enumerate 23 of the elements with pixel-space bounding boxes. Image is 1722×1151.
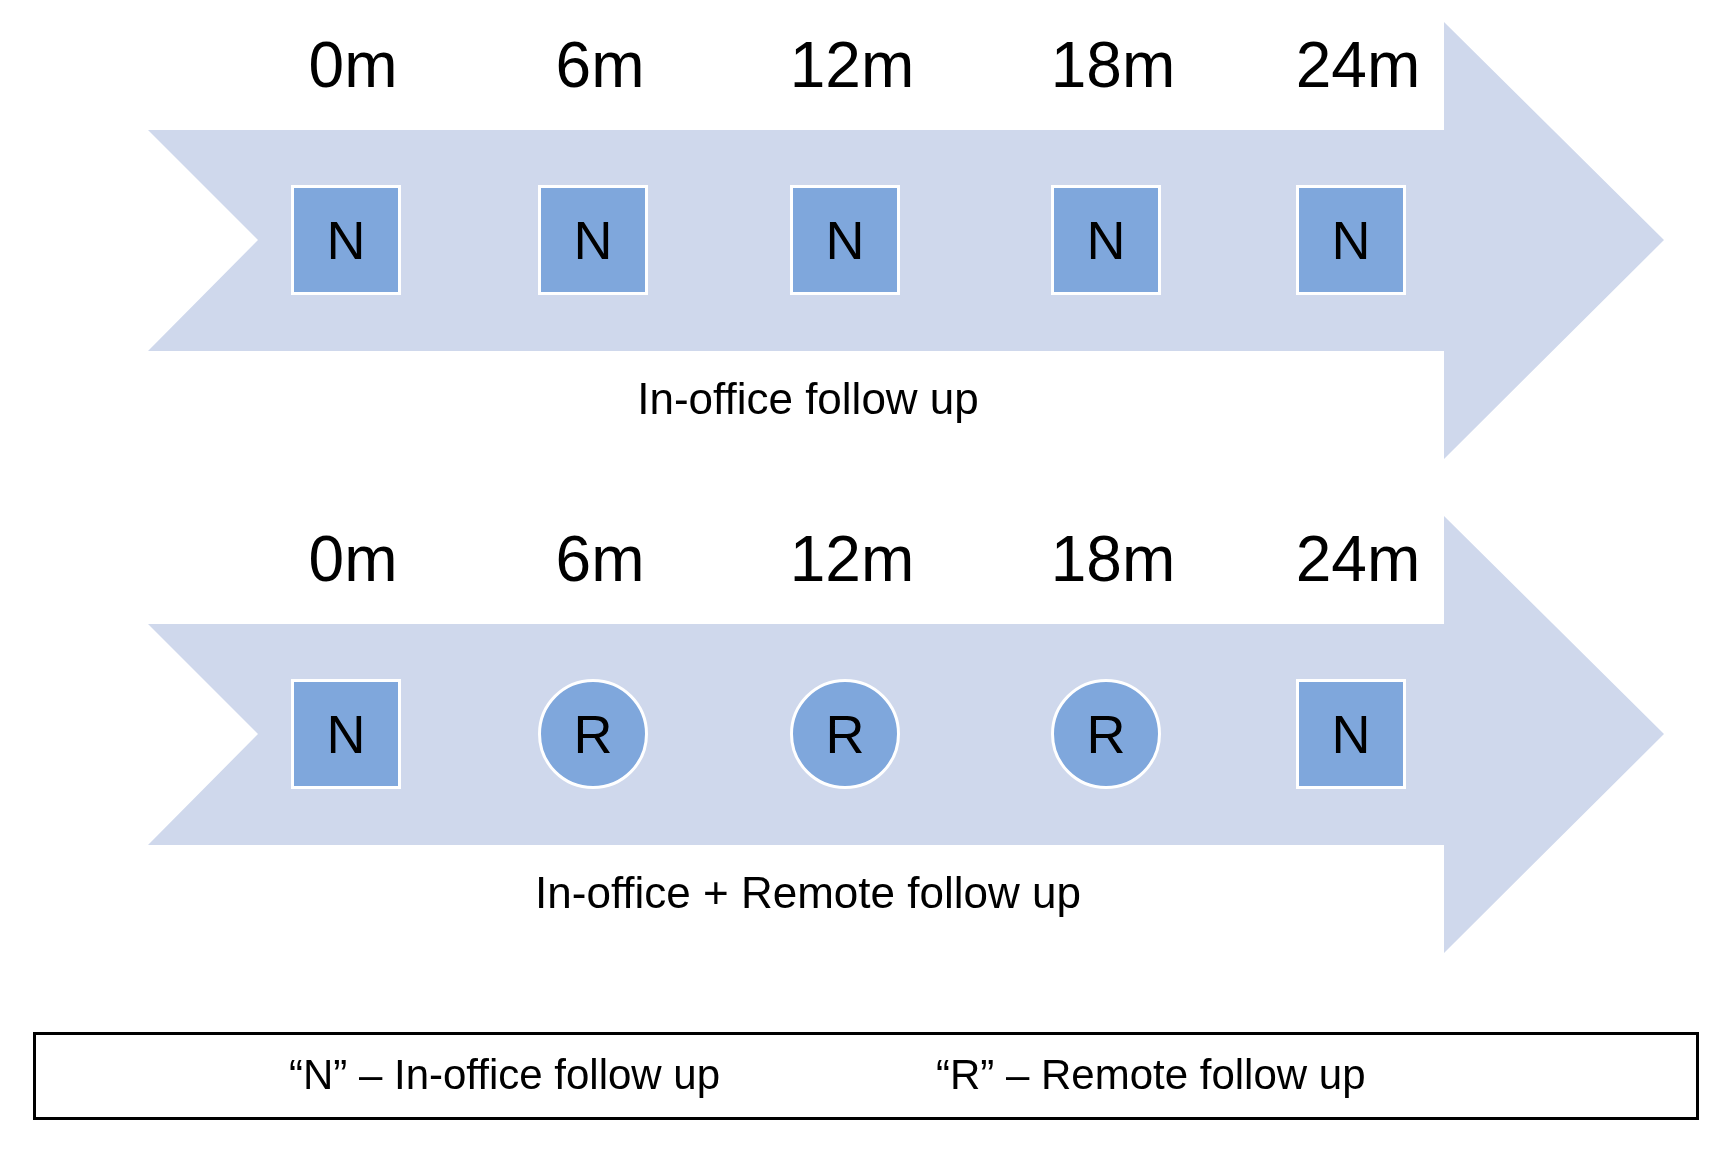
timeline-title: In-office + Remote follow up <box>535 868 1081 918</box>
time-label: 6m <box>555 522 645 596</box>
time-label: 18m <box>1050 522 1176 596</box>
time-label: 0m <box>308 522 398 596</box>
time-label: 24m <box>1295 522 1421 596</box>
timeline-arrow <box>148 22 1664 459</box>
office-visit-square: N <box>1296 185 1406 295</box>
time-label: 18m <box>1050 28 1176 102</box>
office-visit-square: N <box>1051 185 1161 295</box>
office-visit-square: N <box>291 185 401 295</box>
office-visit-square: N <box>790 185 900 295</box>
time-label: 6m <box>555 28 645 102</box>
timeline-title: In-office follow up <box>637 374 979 424</box>
office-visit-square: N <box>538 185 648 295</box>
time-label: 24m <box>1295 28 1421 102</box>
legend-text: “R” – Remote follow up <box>936 1051 1366 1099</box>
timeline-arrow <box>148 516 1664 953</box>
time-label: 0m <box>308 28 398 102</box>
time-label: 12m <box>789 28 915 102</box>
office-visit-square: N <box>291 679 401 789</box>
legend-text: “N” – In-office follow up <box>289 1051 721 1099</box>
office-visit-square: N <box>1296 679 1406 789</box>
time-label: 12m <box>789 522 915 596</box>
